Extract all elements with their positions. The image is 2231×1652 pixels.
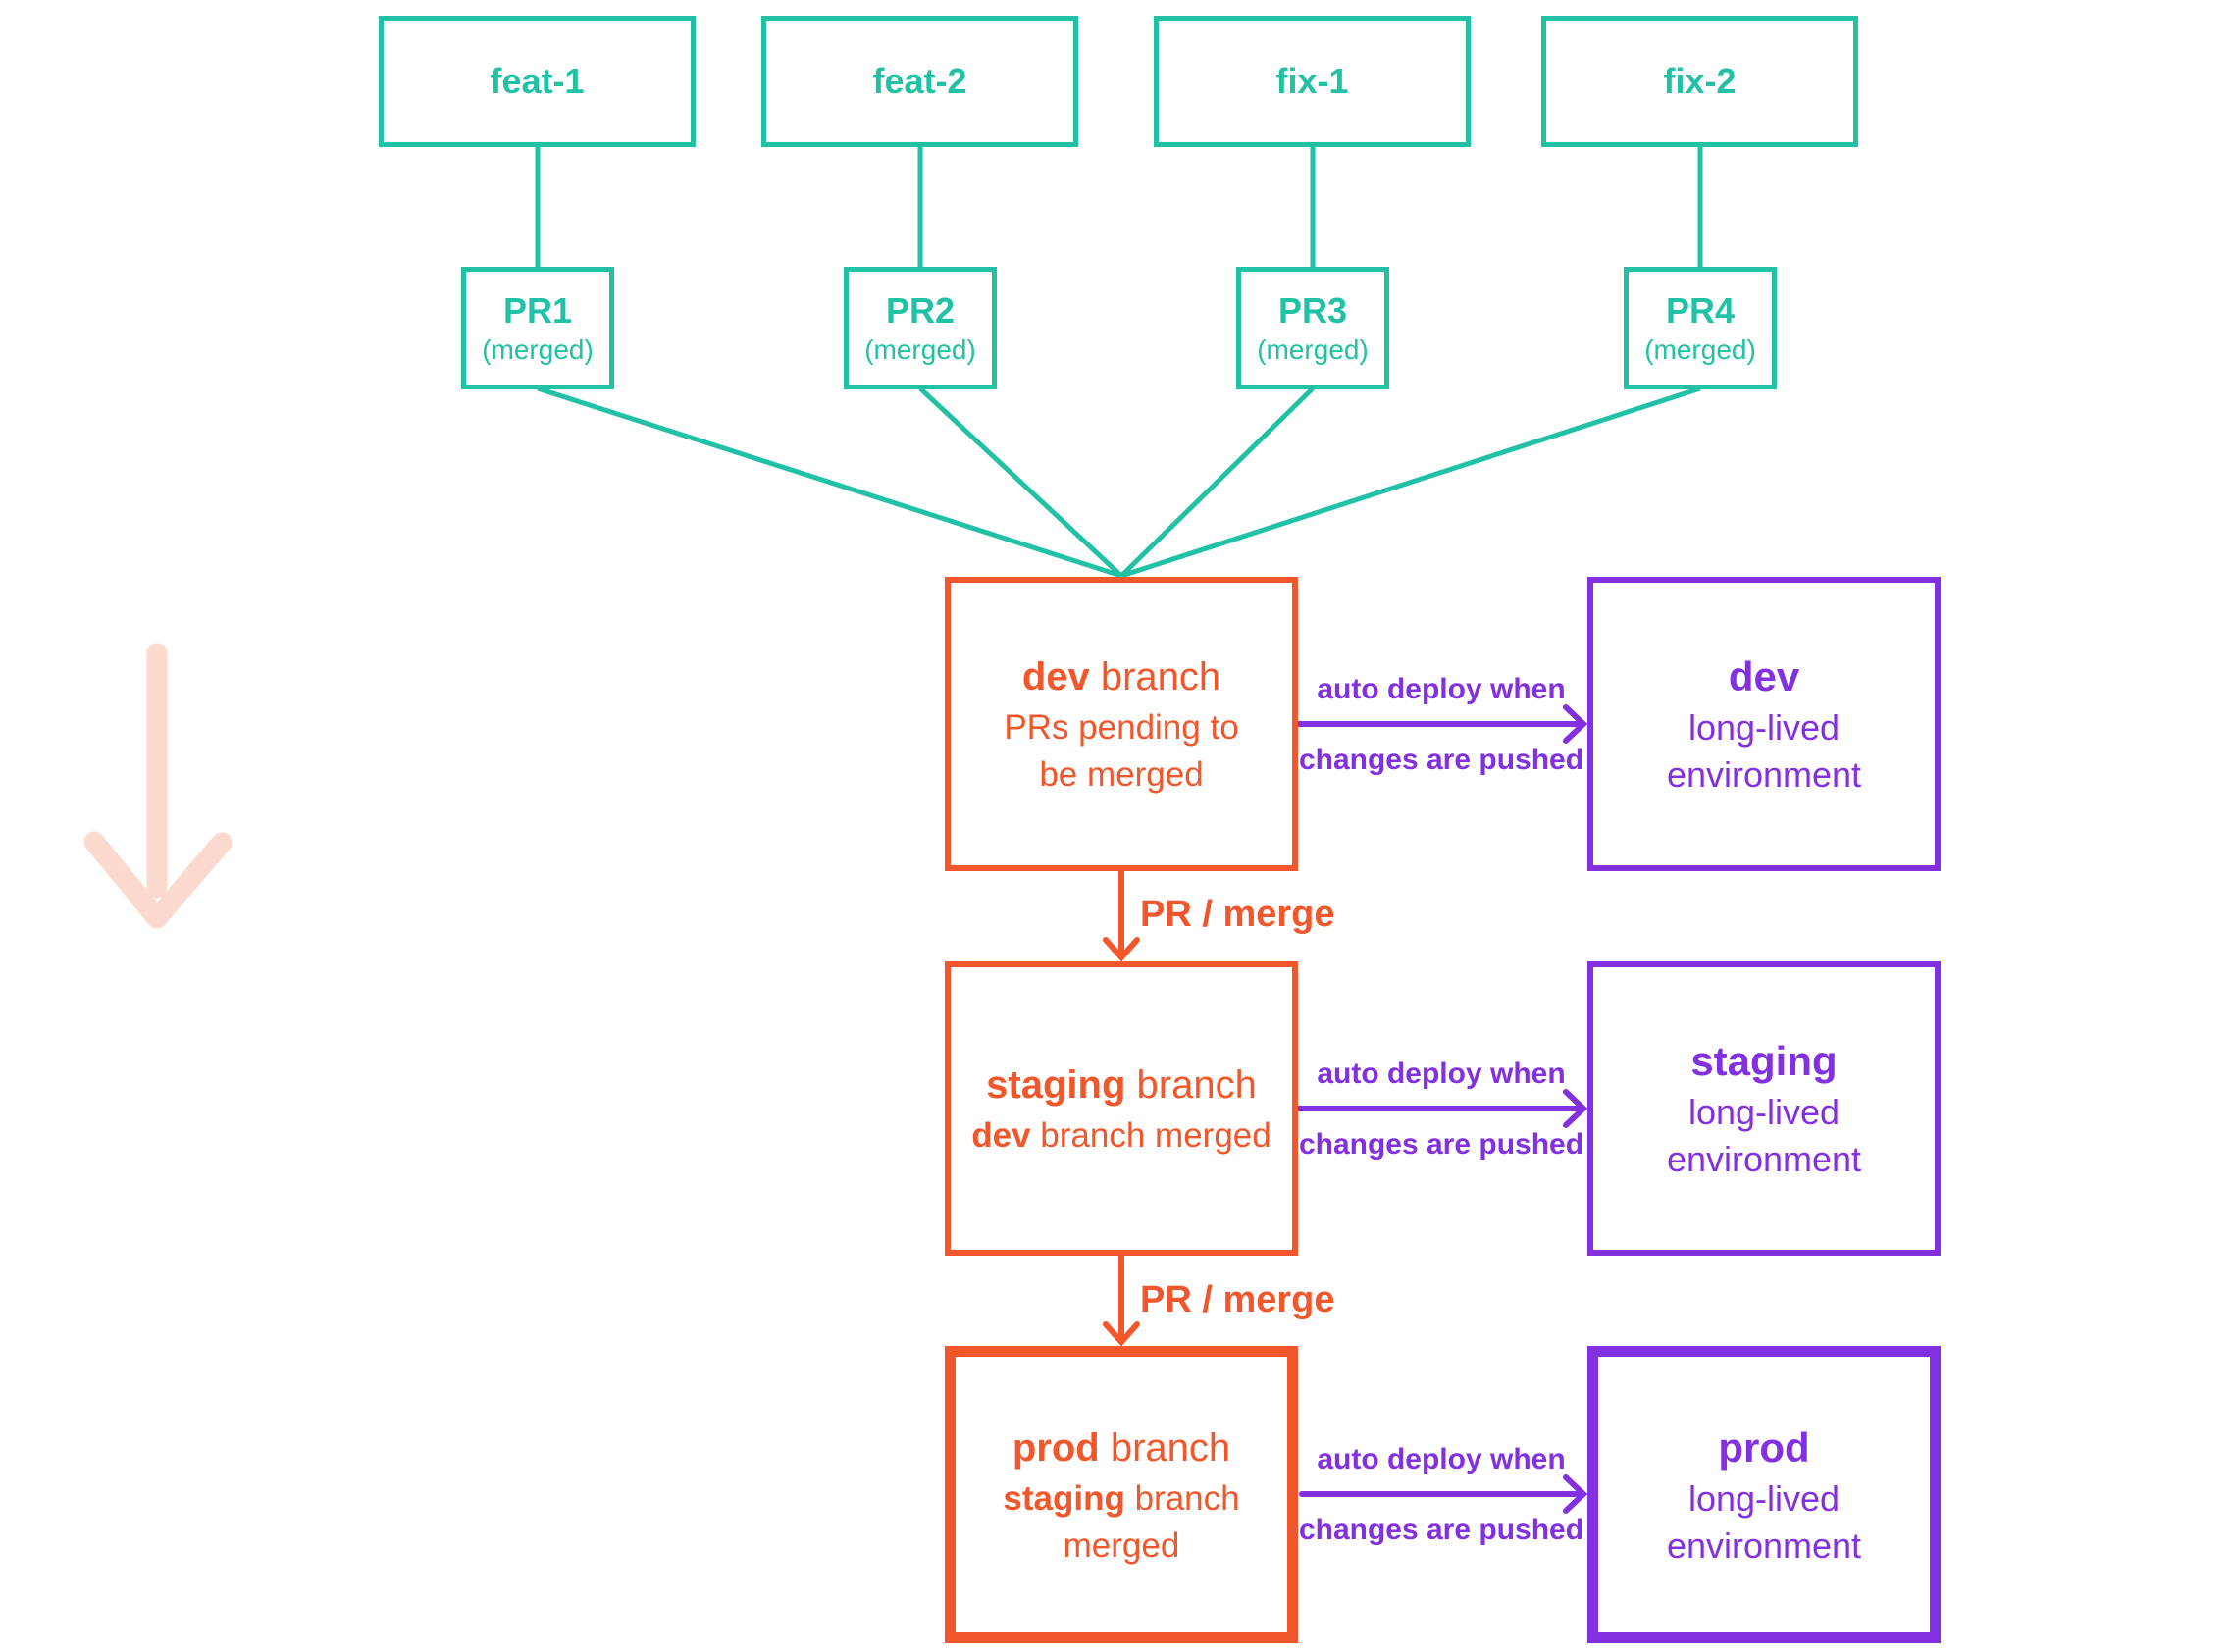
dev-to-staging-arrow bbox=[1103, 869, 1140, 962]
branch-subtitle-line: staging branch bbox=[1003, 1478, 1240, 1518]
pr-box-1: PR1 (merged) bbox=[461, 267, 614, 389]
environment-name: dev bbox=[1728, 653, 1800, 699]
pr-status: (merged) bbox=[1644, 334, 1756, 365]
auto-deploy-label-prod-line2: changes are pushed bbox=[1298, 1514, 1584, 1546]
dev-deploy-arrow bbox=[1296, 704, 1588, 744]
pr-box-2: PR2 (merged) bbox=[844, 267, 997, 389]
branch-label: fix-1 bbox=[1275, 61, 1349, 101]
pr-merge-label-dev-staging: PR / merge bbox=[1140, 894, 1335, 935]
auto-deploy-label-dev-line1: auto deploy when bbox=[1317, 673, 1566, 705]
dev-branch-box: dev branch PRs pending to be merged bbox=[945, 577, 1298, 871]
pr-title: PR2 bbox=[885, 289, 956, 331]
branch-title: prod branch bbox=[1012, 1425, 1231, 1470]
branch-box-feat-1: feat-1 bbox=[379, 16, 696, 147]
environment-desc-line: long-lived bbox=[1687, 707, 1841, 748]
pr-merge-label-staging-prod: PR / merge bbox=[1140, 1279, 1335, 1320]
prod-branch-box: prod branch staging branch merged bbox=[945, 1346, 1298, 1643]
flow-direction-arrow bbox=[83, 643, 233, 929]
staging-deploy-arrow bbox=[1296, 1089, 1588, 1128]
pr-status: (merged) bbox=[1257, 334, 1369, 365]
staging-to-prod-arrow bbox=[1103, 1254, 1140, 1347]
branch-label: fix-2 bbox=[1663, 61, 1737, 101]
branch-title: dev branch bbox=[1021, 655, 1221, 698]
prod-deploy-arrow bbox=[1299, 1474, 1588, 1514]
environment-name: prod bbox=[1718, 1423, 1810, 1471]
staging-environment-box: staging long-lived environment bbox=[1587, 961, 1941, 1256]
branch-title: staging branch bbox=[986, 1063, 1257, 1107]
branch-box-fix-2: fix-2 bbox=[1541, 16, 1858, 147]
branch-subtitle-line: dev branch merged bbox=[971, 1116, 1271, 1155]
branch-label: feat-1 bbox=[490, 61, 585, 101]
auto-deploy-label-dev-line2: changes are pushed bbox=[1298, 744, 1584, 776]
prod-environment-box: prod long-lived environment bbox=[1587, 1346, 1941, 1643]
staging-branch-box: staging branch dev branch merged bbox=[945, 961, 1298, 1256]
pr-to-dev-connectors bbox=[537, 386, 1701, 579]
auto-deploy-label-prod-line1: auto deploy when bbox=[1317, 1443, 1566, 1475]
dev-environment-box: dev long-lived environment bbox=[1587, 577, 1941, 871]
feature-to-pr-connectors bbox=[535, 147, 1703, 267]
environment-desc-line: long-lived bbox=[1687, 1092, 1841, 1132]
environment-desc-line: long-lived bbox=[1687, 1477, 1841, 1519]
pr-title: PR1 bbox=[502, 289, 573, 331]
branch-subtitle-line: PRs pending to bbox=[1004, 708, 1239, 747]
branch-box-fix-1: fix-1 bbox=[1154, 16, 1471, 147]
pr-box-3: PR3 (merged) bbox=[1236, 267, 1389, 389]
pr-status: (merged) bbox=[864, 334, 976, 365]
environment-desc-line: environment bbox=[1666, 1524, 1862, 1566]
branch-subtitle-line: merged bbox=[1063, 1525, 1180, 1565]
environment-name: staging bbox=[1690, 1038, 1838, 1084]
environment-desc-line: environment bbox=[1666, 754, 1862, 795]
pr-title: PR4 bbox=[1665, 289, 1736, 331]
branch-subtitle-line: be merged bbox=[1039, 755, 1204, 794]
branch-box-feat-2: feat-2 bbox=[761, 16, 1078, 147]
branch-label: feat-2 bbox=[872, 61, 967, 101]
pr-status: (merged) bbox=[482, 334, 594, 365]
pr-title: PR3 bbox=[1277, 289, 1348, 331]
pr-box-4: PR4 (merged) bbox=[1624, 267, 1777, 389]
auto-deploy-label-staging-line2: changes are pushed bbox=[1298, 1128, 1584, 1161]
auto-deploy-label-staging-line1: auto deploy when bbox=[1317, 1058, 1566, 1090]
environment-desc-line: environment bbox=[1666, 1139, 1862, 1179]
